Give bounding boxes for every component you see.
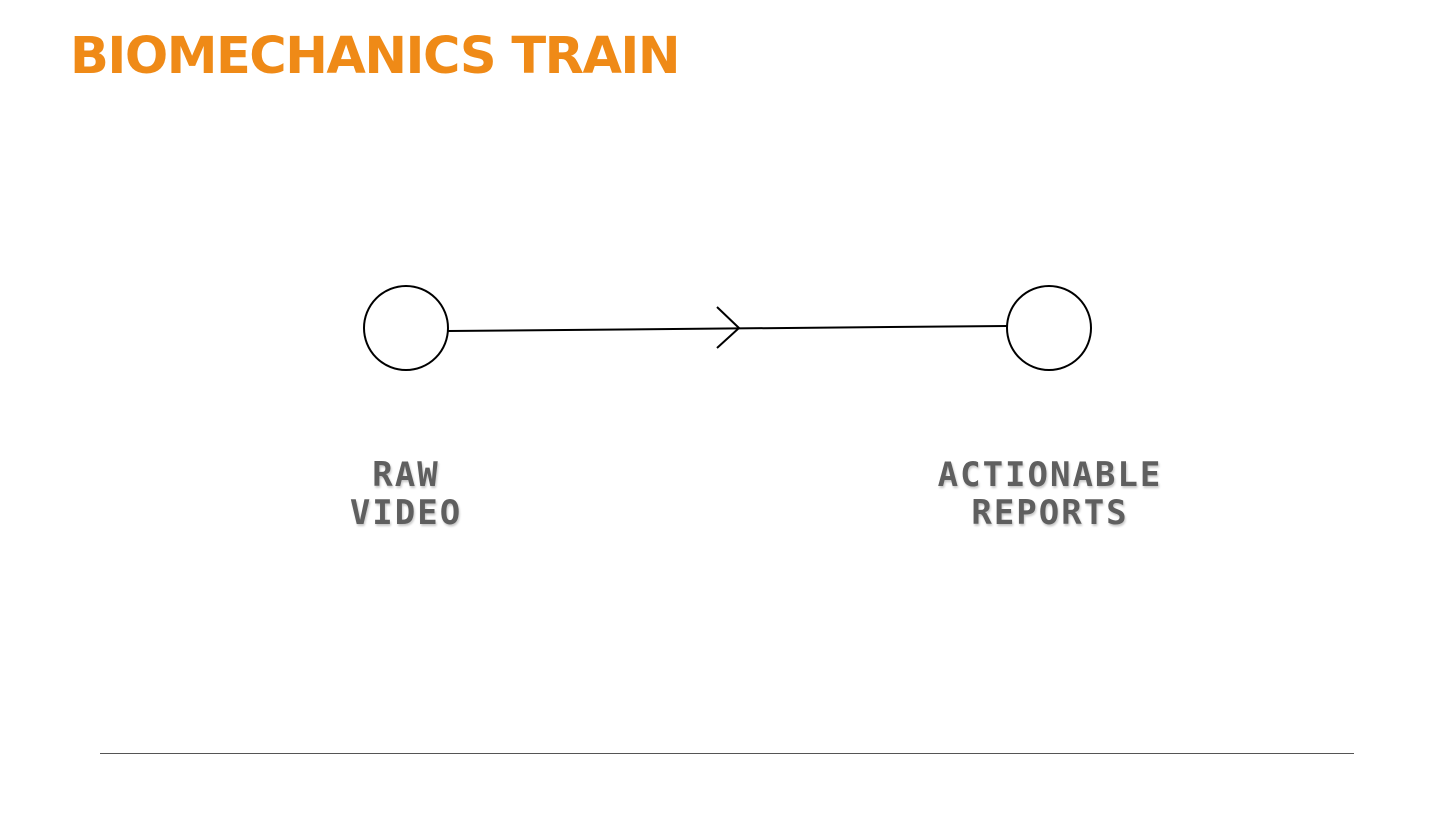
page-title: BIOMECHANICS TRAIN (70, 27, 681, 86)
node-raw-video-circle (363, 285, 449, 371)
flow-connector-line (447, 325, 1008, 332)
node-raw-video-label: RAW VIDEO (306, 456, 506, 532)
node-label-line: VIDEO (349, 493, 463, 533)
node-label-line: REPORTS (971, 493, 1129, 533)
arrow-head-icon (716, 306, 741, 349)
node-label-line: RAW (372, 455, 440, 495)
footer-divider (100, 753, 1354, 754)
node-actionable-reports-label: ACTIONABLE REPORTS (900, 456, 1200, 532)
node-actionable-reports-circle (1006, 285, 1092, 371)
node-label-line: ACTIONABLE (937, 455, 1163, 495)
